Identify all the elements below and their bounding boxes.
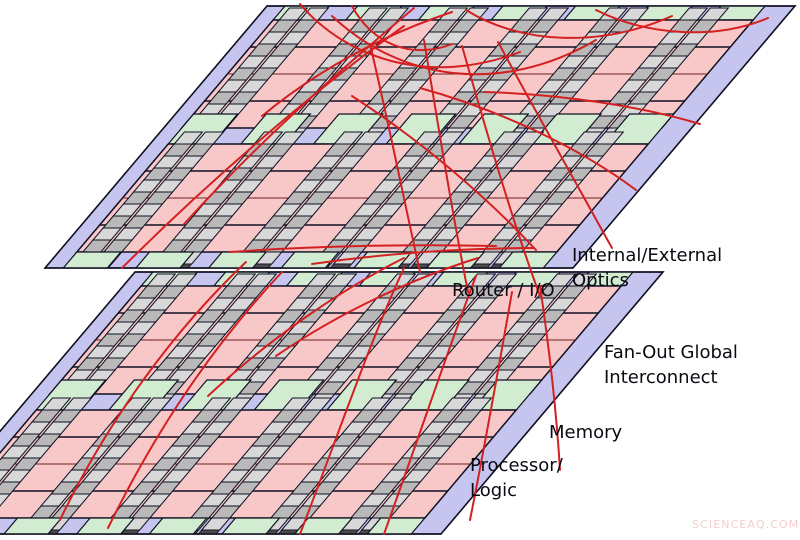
- router-io-tab: [63, 517, 136, 534]
- label-router-io: Router / I/O: [452, 280, 555, 301]
- chiplet-stack: [116, 397, 253, 534]
- watermark: SCIENCEAQ.COM: [692, 518, 799, 531]
- chiplet-die: [0, 493, 12, 507]
- optical-link: [497, 41, 613, 249]
- label-memory: Memory: [549, 422, 623, 443]
- chiplet-stack: [408, 131, 545, 268]
- chiplet-die: [0, 469, 11, 483]
- chiplet-stack: [0, 397, 72, 495]
- optical-link: [121, 25, 405, 269]
- optical-link: [275, 257, 479, 357]
- chiplet-stack: [276, 397, 413, 534]
- router-io-tab: [354, 517, 427, 534]
- lower-slab-outline: [0, 271, 665, 535]
- optical-link: [311, 247, 535, 265]
- lower-slab: [0, 271, 665, 535]
- router-io-tab: [0, 517, 63, 534]
- router-io-tab: [50, 251, 123, 268]
- upper-slab-outline: [43, 5, 797, 269]
- router-io-tab: [136, 517, 209, 534]
- optical-link: [107, 271, 283, 529]
- optical-link: [595, 9, 769, 34]
- router-io-tab: [122, 251, 195, 268]
- router-io-tab: [340, 251, 413, 268]
- optical-link: [207, 257, 405, 397]
- chiplet-stack: [513, 7, 650, 146]
- optical-link: [483, 91, 701, 125]
- optical-link: [423, 39, 469, 293]
- label-processor-logic: Processor/Logic: [470, 455, 564, 501]
- optical-link: [299, 3, 521, 69]
- optical-link: [229, 244, 497, 253]
- router-io-tab: [195, 251, 268, 268]
- chiplet-stack: [36, 397, 173, 534]
- chiplet-stack: [335, 397, 472, 534]
- optical-link: [383, 275, 477, 535]
- optical-link: [59, 261, 247, 521]
- chiplet-stack: [301, 273, 438, 412]
- optical-link: [299, 267, 405, 535]
- optical-link-layer: [59, 3, 769, 535]
- optical-link: [465, 9, 673, 39]
- router-io-tab: [486, 251, 559, 268]
- optical-link: [461, 45, 541, 297]
- chiplet-stack: [488, 131, 625, 268]
- router-io-tab: [268, 251, 341, 268]
- optical-link: [351, 5, 453, 52]
- optical-link: [351, 95, 537, 251]
- optical-link: [539, 285, 561, 471]
- chiplet-stack: [381, 273, 518, 412]
- optical-link: [261, 11, 453, 117]
- router-io-tab: [281, 517, 354, 534]
- router-io-tab: [208, 517, 281, 534]
- chiplet-stack: [0, 397, 93, 519]
- optical-link: [469, 291, 513, 521]
- optical-link: [419, 87, 637, 191]
- optical-link: [331, 15, 597, 76]
